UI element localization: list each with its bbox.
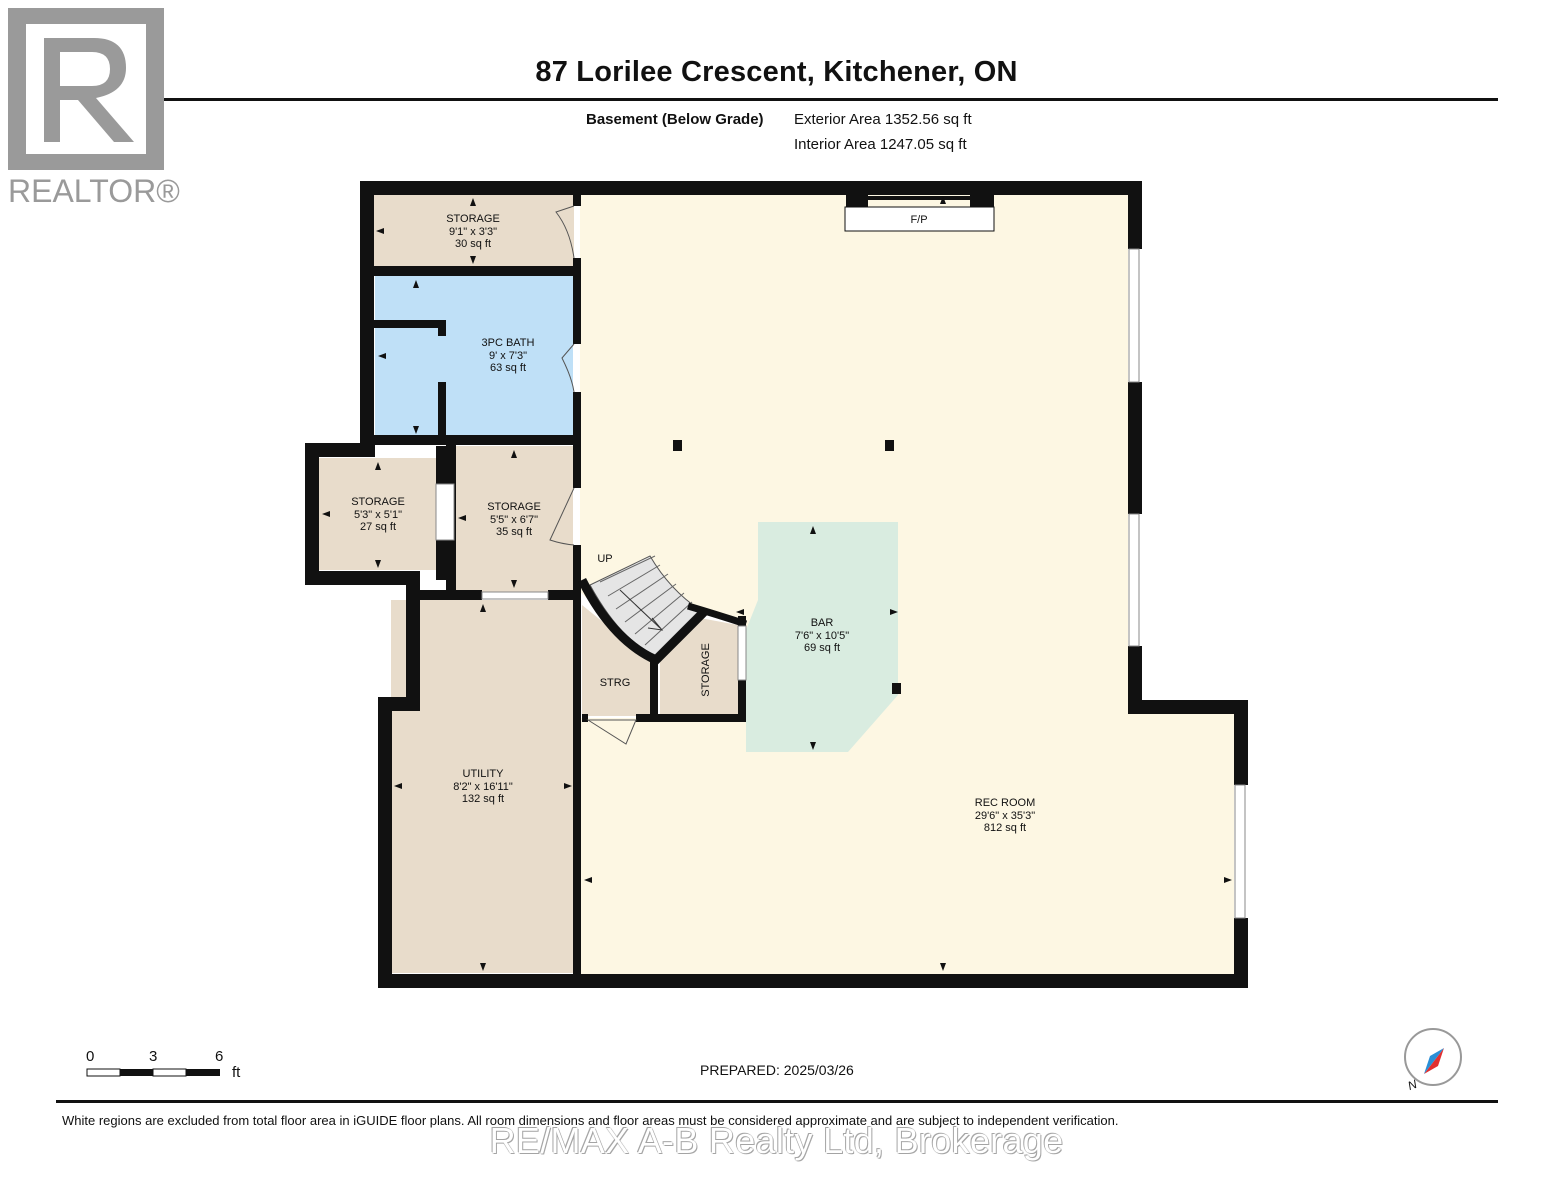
bar-area (746, 522, 898, 752)
plan-title: 87 Lorilee Crescent, Kitchener, ON (535, 56, 1018, 88)
storage-mid-area (455, 446, 573, 592)
room-area: 35 sq ft (496, 526, 532, 538)
room-storage-small: STORAGE (700, 643, 712, 697)
header-rule (56, 98, 1498, 101)
exterior-area: Exterior Area 1352.56 sq ft (794, 111, 972, 128)
room-dims: 5'5" x 6'7" (490, 514, 538, 526)
rec-room-area (580, 194, 1234, 975)
scale-tick-6: 6 (215, 1048, 224, 1065)
windows (435, 248, 1246, 919)
disclaimer: White regions are excluded from total fl… (62, 1113, 1119, 1128)
stairs-up-label: UP (597, 553, 612, 565)
room-name: UTILITY (463, 768, 505, 780)
walls (305, 181, 1248, 988)
room-name: 3PC BATH (482, 337, 535, 349)
compass-icon (1404, 1028, 1462, 1086)
scale-tick-0: 0 (86, 1048, 95, 1065)
realtor-logo: REALTOR® (8, 8, 180, 208)
scale-unit: ft (232, 1064, 241, 1081)
fireplace-hearth (844, 206, 995, 232)
svg-text:REALTOR®: REALTOR® (8, 173, 180, 208)
prepared-date: PREPARED: 2025/03/26 (700, 1062, 854, 1078)
room-strg: STRG (600, 677, 631, 689)
room-area: 27 sq ft (360, 521, 396, 533)
room-dims: 9'1" x 3'3" (449, 226, 497, 238)
room-name: REC ROOM (975, 797, 1036, 809)
room-name: STORAGE (351, 496, 405, 508)
room-area: 812 sq ft (984, 822, 1026, 834)
storage-left-area (318, 458, 436, 570)
footer-rule (56, 1100, 1498, 1103)
room-name: BAR (811, 617, 834, 629)
room-area: 132 sq ft (462, 793, 504, 805)
room-storage-mid: STORAGE 5'5" x 6'7" 35 sq ft (487, 501, 541, 538)
level-label: Basement (Below Grade) (586, 111, 764, 128)
room-storage-top: STORAGE 9'1" x 3'3" 30 sq ft (446, 213, 500, 250)
room-area: 30 sq ft (455, 238, 491, 250)
room-name: STORAGE (487, 501, 541, 513)
room-dims: 29'6" x 35'3" (975, 810, 1035, 822)
room-dims: 5'3" x 5'1" (354, 509, 402, 521)
dimension-arrows (322, 196, 1232, 971)
room-rec-room: REC ROOM 29'6" x 35'3" 812 sq ft (975, 797, 1036, 834)
room-area: 63 sq ft (490, 362, 526, 374)
room-utility: UTILITY 8'2" x 16'11" 132 sq ft (453, 768, 513, 805)
brokerage-watermark: RE/MAX A-B Realty Ltd, Brokerage (489, 1120, 1064, 1161)
room-storage-left: STORAGE 5'3" x 5'1" 27 sq ft (351, 496, 405, 533)
room-name: STORAGE (446, 213, 500, 225)
scale-tick-3: 3 (149, 1048, 158, 1065)
room-dims: 9' x 7'3" (489, 350, 527, 362)
interior-area: Interior Area 1247.05 sq ft (794, 136, 967, 153)
strg-area (582, 605, 650, 716)
room-area: 69 sq ft (804, 642, 840, 654)
room-bar: BAR 7'6" x 10'5" 69 sq ft (795, 617, 849, 654)
fireplace-label: F/P (910, 214, 927, 226)
utility-area (391, 600, 575, 973)
room-3pc-bath: 3PC BATH 9' x 7'3" 63 sq ft (482, 337, 535, 374)
doors (549, 205, 637, 745)
bath-area (375, 276, 573, 436)
scale-bar (86, 1068, 220, 1077)
room-dims: 8'2" x 16'11" (453, 781, 513, 793)
room-dims: 7'6" x 10'5" (795, 630, 849, 642)
